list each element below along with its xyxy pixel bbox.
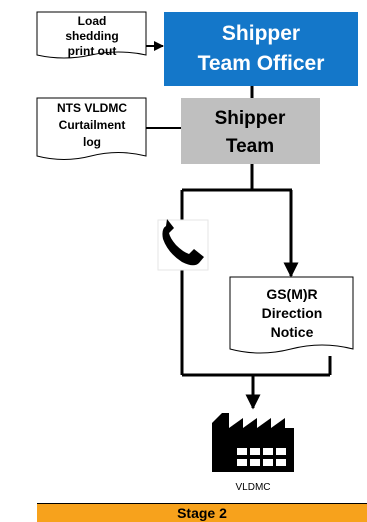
team-line1: Shipper bbox=[215, 108, 286, 129]
officer-line1: Shipper bbox=[222, 22, 300, 45]
factory-icon bbox=[212, 413, 294, 472]
phone-icon bbox=[157, 219, 209, 271]
direction-notice-line2: Direction bbox=[262, 305, 323, 321]
stage-banner: Stage 2 bbox=[37, 503, 367, 522]
shipper-team-officer-box: Shipper Team Officer bbox=[164, 12, 358, 86]
curtailment-log-line3: log bbox=[83, 135, 101, 149]
curtailment-log-line2: Curtailment bbox=[59, 118, 126, 132]
curtailment-log-line1: NTS VLDMC bbox=[57, 101, 127, 115]
team-line2: Team bbox=[226, 136, 274, 157]
load-shedding-line2: shedding bbox=[65, 29, 118, 43]
factory-label: VLDMC bbox=[235, 482, 270, 493]
direction-notice-line3: Notice bbox=[271, 324, 314, 340]
shipper-team-box: Shipper Team bbox=[181, 98, 320, 164]
load-shedding-line1: Load bbox=[78, 14, 107, 28]
curtailment-log-document: NTS VLDMC Curtailment log bbox=[36, 97, 147, 160]
direction-notice-document: GS(M)R Direction Notice bbox=[229, 276, 354, 354]
load-shedding-line3: print out bbox=[68, 44, 117, 58]
load-shedding-document: Load shedding print out bbox=[36, 11, 147, 59]
flow-lines bbox=[180, 164, 332, 402]
officer-line2: Team Officer bbox=[198, 52, 325, 75]
direction-notice-line1: GS(M)R bbox=[266, 286, 317, 302]
